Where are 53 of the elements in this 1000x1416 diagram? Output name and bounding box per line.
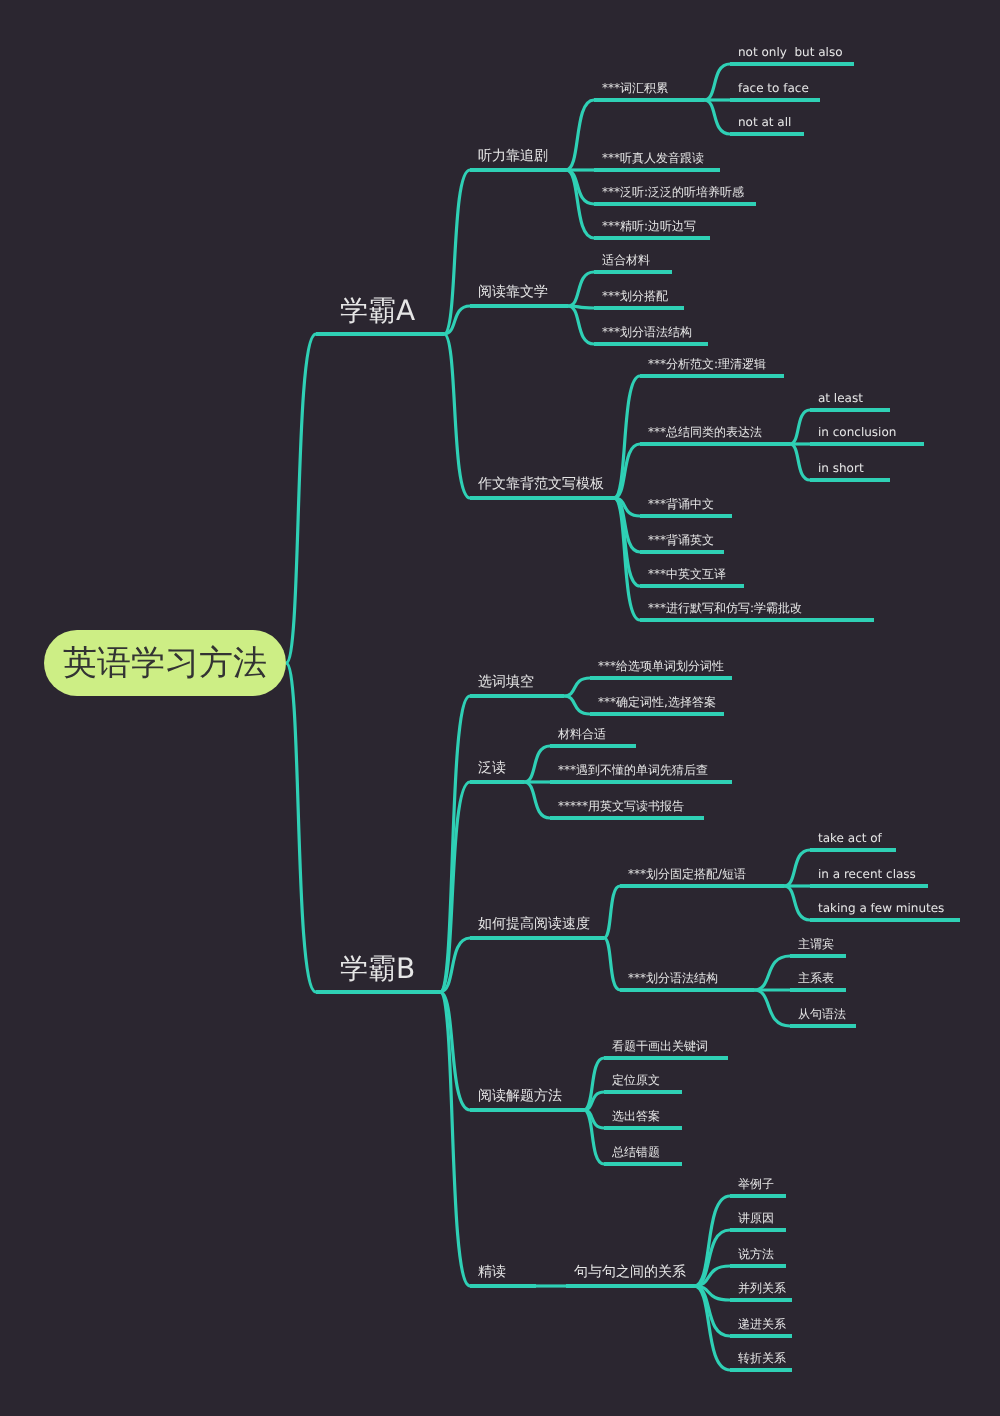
connector-line [784, 884, 810, 888]
connector-line [583, 1108, 605, 1130]
connector-line [442, 332, 471, 500]
connector-line [613, 496, 641, 622]
connector-line [443, 304, 471, 336]
connector-line [790, 442, 810, 446]
topic-label: 学霸B [316, 953, 440, 994]
connector-line [563, 676, 591, 698]
connector-line [613, 442, 641, 500]
connector-line [583, 1090, 605, 1112]
connector-line [704, 98, 730, 102]
connector-line [567, 270, 595, 308]
connector-line [789, 442, 811, 482]
connector-line [693, 1284, 731, 1372]
connector-line [583, 1056, 605, 1112]
connector-line [567, 304, 594, 310]
connector-line [438, 991, 472, 1288]
connector-line [438, 694, 472, 993]
connector-line [523, 780, 551, 820]
connector-line [613, 496, 641, 518]
central-topic: 英语学习方法 [44, 630, 286, 696]
connector-line [524, 780, 550, 784]
connector-line [284, 662, 318, 993]
connector-line [754, 988, 790, 992]
connector-line [583, 1108, 605, 1166]
connector-line [693, 1194, 731, 1288]
connector-line [613, 496, 641, 554]
connector-line [523, 744, 551, 784]
connector-line [613, 496, 641, 588]
connector-line [603, 936, 621, 992]
connector-line [753, 988, 791, 1028]
connector-line [783, 848, 811, 888]
connector-line [603, 884, 621, 940]
connector-line [563, 694, 591, 716]
connector-line [789, 408, 811, 446]
connector-line [565, 168, 595, 240]
connector-line [439, 936, 471, 994]
connector-line [284, 333, 318, 664]
connector-line [439, 990, 471, 1112]
connector-line [703, 62, 731, 102]
connector-line [438, 780, 471, 994]
connector-line [536, 1284, 566, 1288]
connector-line [783, 884, 811, 922]
connector-line [442, 168, 471, 336]
connector-line [565, 98, 595, 172]
connector-line [613, 374, 641, 500]
connector-line [565, 168, 595, 206]
connector-line [703, 98, 731, 136]
topic-label: 学霸A [316, 295, 444, 336]
connector-line [566, 168, 594, 172]
connector-line [753, 954, 791, 992]
connector-line [567, 304, 595, 346]
connector-line [693, 1228, 731, 1288]
